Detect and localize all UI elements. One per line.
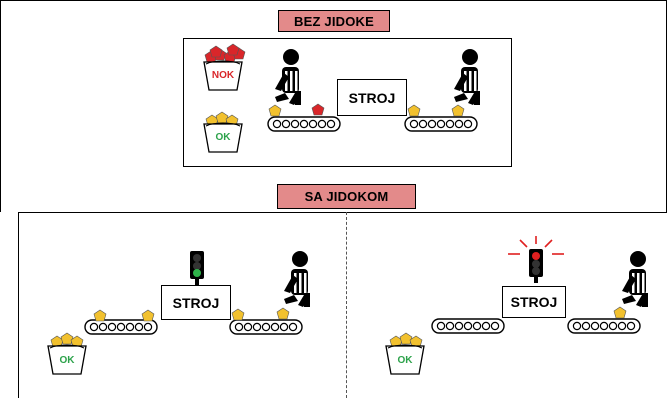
conveyor-icon [267, 116, 341, 132]
ok-bin-icon [47, 332, 87, 375]
nok-bin-label: NOK [211, 70, 235, 81]
ok-bin-icon [385, 332, 425, 375]
title-without-jidoka: BEZ JIDOKE [278, 10, 390, 32]
ok-bin-label: OK [59, 355, 75, 366]
andon-light-red-icon [508, 236, 564, 283]
worker-icon [454, 49, 480, 105]
machine-box: STROJ [337, 79, 407, 116]
section-divider [346, 212, 347, 398]
machine-box: STROJ [502, 286, 566, 318]
machine-box: STROJ [161, 285, 231, 320]
title-with-jidoka: SA JIDOKOM [277, 184, 416, 209]
worker-icon [275, 49, 301, 105]
conveyor-icon [431, 318, 505, 334]
andon-light-green-icon [190, 251, 204, 285]
conveyor-icon [567, 318, 641, 334]
nok-bin-icon [203, 43, 246, 91]
ok-bin-label: OK [397, 355, 413, 366]
worker-icon [622, 251, 648, 307]
conveyor-icon [404, 116, 478, 132]
worker-icon [284, 251, 310, 307]
conveyor-icon [229, 319, 303, 335]
ok-bin-label: OK [215, 132, 231, 143]
conveyor-icon [84, 319, 158, 335]
